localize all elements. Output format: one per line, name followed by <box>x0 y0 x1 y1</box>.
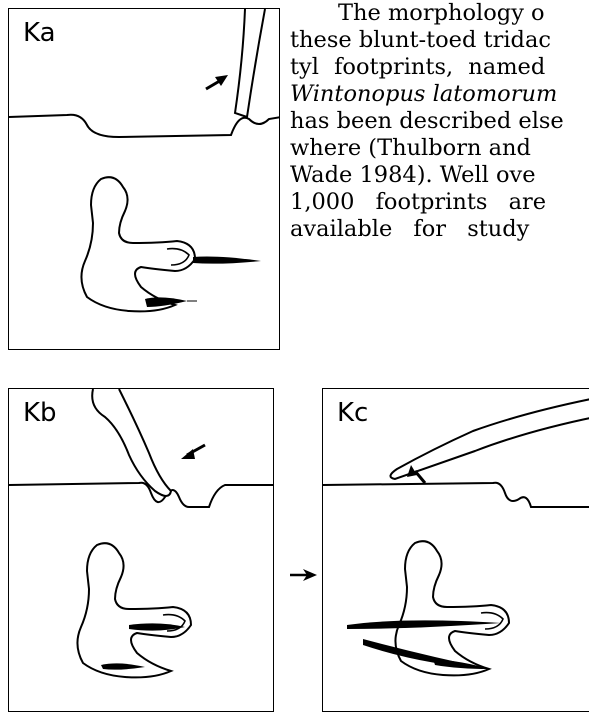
arrow-right-icon <box>289 568 319 582</box>
figure-panel-kb: Kb <box>8 388 274 712</box>
footprint-outline <box>81 177 195 311</box>
text-line: these blunt-toed tridac <box>286 27 589 54</box>
text-line: Wintonopus latomorum <box>286 81 589 108</box>
panel-ka-drawing <box>9 9 280 350</box>
text-line: available for study <box>286 216 589 243</box>
toe-outline <box>390 399 589 479</box>
figure-panel-kc: Kc <box>322 388 589 712</box>
text-line: 1,000 footprints are <box>286 189 589 216</box>
ground-surface-line <box>323 483 589 507</box>
panel-label-kb: Kb <box>23 400 57 426</box>
toe-outline <box>92 389 171 496</box>
text-line: tyl footprints, named <box>286 54 589 81</box>
toe-drag-mark <box>101 663 145 669</box>
body-text: The morphology o these blunt-toed tridac… <box>286 0 589 243</box>
panel-kc-drawing <box>323 389 589 712</box>
panel-label-kc: Kc <box>337 400 368 426</box>
toe-drag-mark <box>433 659 489 669</box>
figure-panel-ka: Ka <box>8 8 280 350</box>
text-line: Wade 1984). Well ove <box>286 162 589 189</box>
ground-surface-line <box>9 483 274 507</box>
panel-label-ka: Ka <box>23 20 56 46</box>
footprint-inner-outline <box>167 249 189 265</box>
toe-drag-mark <box>145 297 187 307</box>
toe-drag-mark <box>347 620 501 629</box>
text-line: where (Thulborn and <box>286 135 589 162</box>
text-line: The morphology o <box>286 0 589 27</box>
footprint-outline <box>77 543 191 677</box>
text-line: has been described else <box>286 108 589 135</box>
ground-surface-line <box>9 115 280 137</box>
footprint-inner-outline <box>481 613 503 629</box>
panel-kb-drawing <box>9 389 274 712</box>
arrow-icon <box>181 445 205 459</box>
toe-outline <box>235 9 265 117</box>
toe-drag-mark <box>193 257 261 264</box>
arrow-icon <box>206 75 228 89</box>
